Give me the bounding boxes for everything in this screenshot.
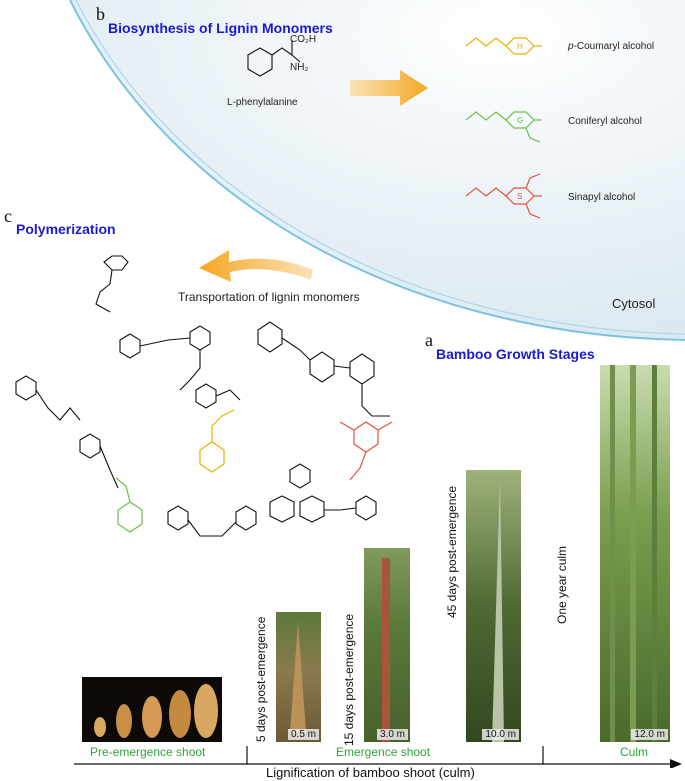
panel-b-letter: b	[96, 4, 105, 24]
acid-group: CO₂H	[290, 34, 317, 45]
stage-2-culm	[382, 558, 390, 742]
transport-label: Transportation of lignin monomers	[178, 290, 360, 304]
shoot-icons	[94, 684, 218, 738]
monomer-structures: H G S	[465, 37, 542, 219]
monomer-g-name: Coniferyl alcohol	[568, 116, 642, 127]
s-unit-label: S	[517, 192, 522, 201]
pre-emergence-photo	[82, 677, 222, 742]
lignification-axis	[74, 746, 682, 768]
group-culm-label: Culm	[620, 745, 649, 759]
panel-c-letter: c	[4, 206, 12, 226]
panel-a-title: Bamboo Growth Stages	[436, 346, 595, 362]
stage-4-photo: 12.0 m	[600, 365, 670, 742]
monomer-h-name: p-Coumaryl alcohol	[568, 41, 655, 52]
biosynthesis-arrow	[350, 70, 428, 106]
panel-c-title: Polymerization	[16, 221, 116, 237]
stage-1-shoot	[290, 622, 306, 732]
stage-2-photo: 3.0 m	[364, 548, 410, 742]
phenylalanine-structure	[247, 40, 301, 77]
stage-4-label: One year culm	[555, 545, 569, 624]
panel-a-letter: a	[425, 330, 433, 350]
stage-1-label: 5 days post-emergence	[254, 616, 268, 742]
axis-label: Lignification of bamboo shoot (culm)	[266, 765, 475, 780]
stage-4-scale: 12.0 m	[631, 729, 668, 740]
amine-group: NH₂	[290, 62, 309, 73]
h-unit-label: H	[517, 42, 523, 51]
stage-2-scale: 3.0 m	[376, 729, 408, 740]
g-unit-label: G	[517, 116, 523, 125]
stage-4-culms	[610, 365, 657, 742]
group-emergence-label: Emergence shoot	[336, 745, 431, 759]
stage-1-photo: 0.5 m	[276, 612, 321, 742]
lignin-polymer-structure	[15, 255, 393, 537]
stage-3-scale: 10.0 m	[482, 729, 519, 740]
stage-1-scale: 0.5 m	[287, 729, 319, 740]
stage-3-culm	[492, 476, 504, 742]
stage-3-photo: 10.0 m	[466, 470, 521, 742]
panel-b-title: Biosynthesis of Lignin Monomers	[108, 20, 333, 36]
cytosol-label: Cytosol	[612, 296, 656, 311]
group-pre-label: Pre-emergence shoot	[90, 745, 206, 759]
precursor-label: L-phenylalanine	[227, 97, 298, 108]
monomer-s-name: Sinapyl alcohol	[568, 192, 636, 203]
stage-3-label: 45 days post-emergence	[445, 485, 459, 618]
stage-2-label: 15 days post-emergence	[342, 613, 356, 746]
transport-arrow	[199, 250, 313, 282]
